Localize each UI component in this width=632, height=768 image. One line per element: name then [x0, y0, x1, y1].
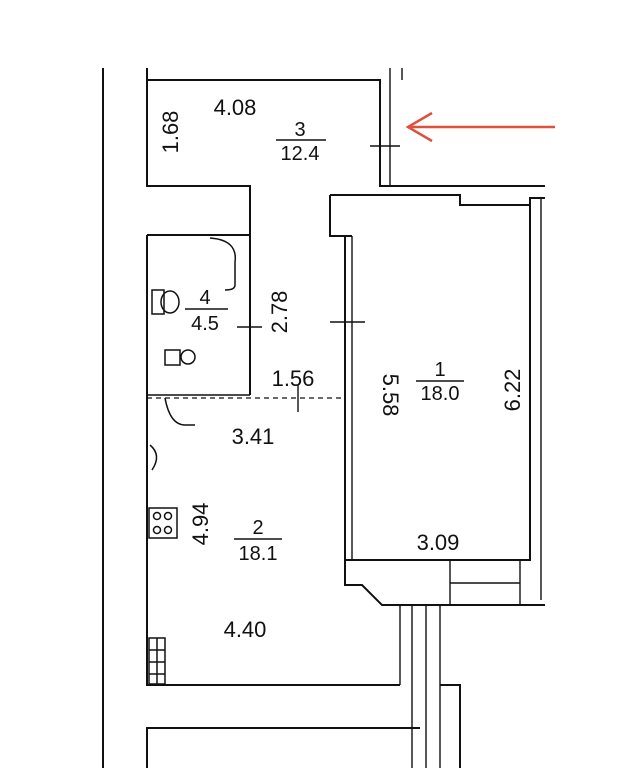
dim-3-41: 3.41	[232, 424, 275, 449]
room-3-number: 3	[294, 119, 305, 141]
room-4-label: 4 4.5	[185, 287, 228, 335]
room-1-number: 1	[434, 359, 445, 381]
dim-2-78: 2.78	[267, 291, 292, 334]
dim-1-56: 1.56	[272, 366, 315, 391]
dim-1-68: 1.68	[158, 111, 183, 154]
room-2-label: 2 18.1	[234, 517, 282, 565]
radiator-icon	[148, 637, 166, 685]
room-3-label: 3 12.4	[276, 119, 326, 165]
room-2-area: 18.1	[239, 543, 278, 565]
walls	[102, 68, 545, 768]
dimension-labels: 4.08 1.68 2.78 1.56 5.58 6.22 3.41 4.94 …	[158, 95, 525, 642]
stove-icon	[148, 507, 178, 539]
dim-3-09: 3.09	[417, 530, 460, 555]
dim-4-08: 4.08	[214, 95, 257, 120]
room-2-number: 2	[252, 517, 263, 539]
door-marks	[237, 145, 400, 412]
sink-icon	[149, 349, 196, 471]
dim-4-40: 4.40	[224, 617, 267, 642]
room-1-label: 1 18.0	[416, 359, 464, 405]
room-3-area: 12.4	[281, 143, 320, 165]
dim-4-94: 4.94	[188, 503, 213, 546]
entrance-arrow-icon	[405, 111, 555, 143]
dim-5-58: 5.58	[378, 374, 403, 417]
room-4-number: 4	[199, 287, 210, 309]
room-4-area: 4.5	[191, 313, 219, 335]
bathtub-icon	[209, 237, 237, 291]
toilet-icon	[151, 289, 180, 315]
room-1-area: 18.0	[421, 383, 460, 405]
dim-6-22: 6.22	[500, 369, 525, 412]
